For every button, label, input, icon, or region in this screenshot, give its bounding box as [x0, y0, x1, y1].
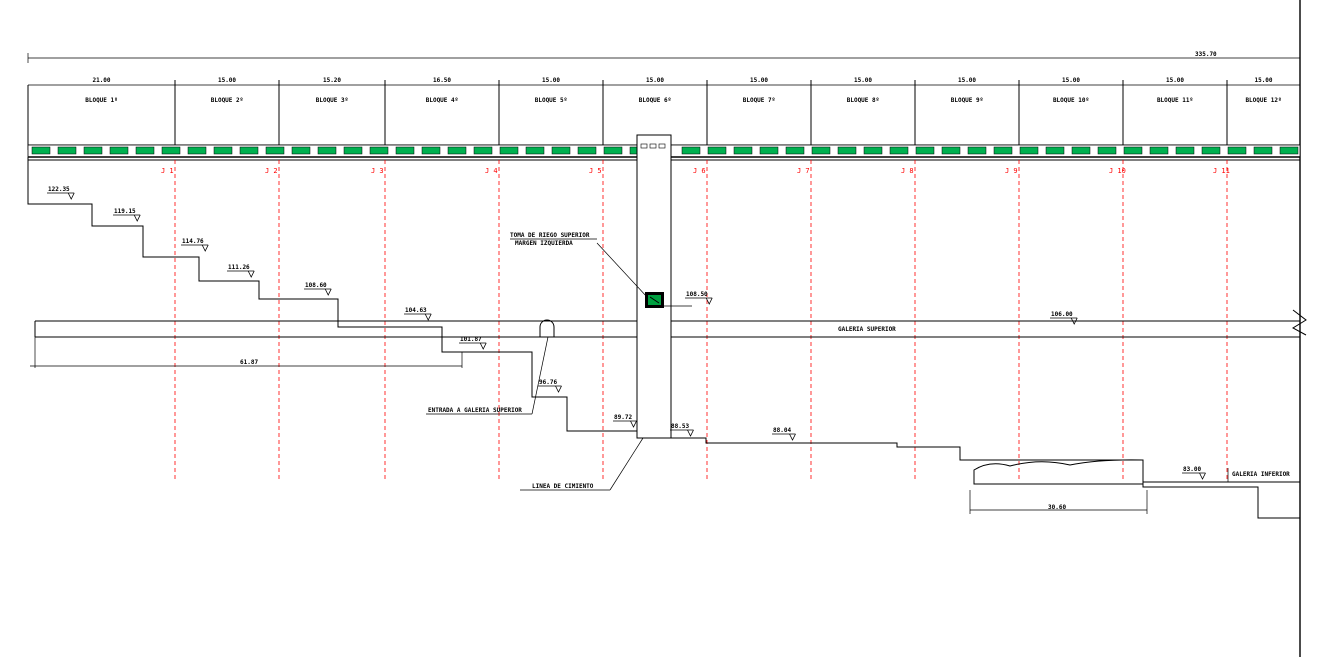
block-width-label: 15.00: [646, 77, 664, 84]
foundation-line-label: LINEA DE CIMIENTO: [532, 483, 594, 490]
elevation-label: 108.60: [305, 282, 327, 289]
joint-label: J 1: [161, 167, 174, 175]
elevation-label: 101.87: [460, 336, 482, 343]
elevation-markers: 122.35 119.15 114.76 111.26 108.60 104.63 101.…: [47, 186, 1206, 480]
overall-dimension-label: 335.70: [1195, 51, 1217, 58]
joint-label: J 3: [371, 167, 384, 175]
rock-pad: 30.60: [969, 459, 1148, 514]
block-label: BLOQUE 12º: [1245, 97, 1281, 104]
intake-tower: [636, 134, 672, 439]
block-width-label: 15.00: [542, 77, 560, 84]
block-width-label: 15.20: [323, 77, 341, 84]
elevation-label: 88.53: [671, 423, 689, 430]
left-span-dimension: 61.87: [30, 337, 463, 368]
block-label: BLOQUE 2º: [211, 97, 244, 104]
block-label: BLOQUE 11º: [1157, 97, 1193, 104]
block-width-label: 15.00: [854, 77, 872, 84]
block-width-label: 16.50: [433, 77, 451, 84]
block-width-label: 15.00: [1254, 77, 1272, 84]
block-labels: BLOQUE 1º BLOQUE 2º BLOQUE 3º BLOQUE 4º BLOQ…: [85, 80, 1282, 150]
joint-label: J 4: [485, 167, 498, 175]
elevation-label: 96.76: [539, 379, 557, 386]
intake-annotation: TOMA DE RIEGO SUPERIOR MARGEN IZQUIERDA: [510, 232, 648, 298]
lower-gallery: GALERIA INFERIOR: [1143, 468, 1300, 483]
joint-lines: J 1 J 2 J 3 J 4 J 5 J 6 J 7 J 8 J 9 J 10 J 11: [161, 160, 1230, 480]
left-span-label: 61.87: [240, 359, 258, 366]
joint-label: J 5: [589, 167, 602, 175]
block-width-label: 15.00: [218, 77, 236, 84]
upper-gallery-label: GALERIA SUPERIOR: [838, 326, 896, 333]
joint-label: J 11: [1213, 167, 1230, 175]
block-label: BLOQUE 7º: [743, 97, 776, 104]
gallery-entry-arch: ENTRADA A GALERIA SUPERIOR: [426, 319, 555, 415]
block-label: BLOQUE 6º: [639, 97, 672, 104]
foundation-profile-left: [27, 157, 1300, 519]
block-width-label: 15.00: [958, 77, 976, 84]
block-label: BLOQUE 5º: [535, 97, 568, 104]
block-label: BLOQUE 4º: [426, 97, 459, 104]
lower-gallery-label: GALERIA INFERIOR: [1232, 471, 1290, 478]
intake-label-line2: MARGEN IZQUIERDA: [515, 240, 573, 247]
elevation-label: 111.26: [228, 264, 250, 271]
elevation-label: 89.72: [614, 414, 632, 421]
block-label: BLOQUE 8º: [847, 97, 880, 104]
block-width-label: 21.00: [92, 77, 110, 84]
joint-label: J 2: [265, 167, 278, 175]
elevation-label: 104.63: [405, 307, 427, 314]
elevation-label: 119.15: [114, 208, 136, 215]
joint-label: J 6: [693, 167, 706, 175]
gallery-entry-label: ENTRADA A GALERIA SUPERIOR: [428, 407, 522, 414]
elevation-label: 108.50: [686, 291, 708, 298]
elevation-label: 83.00: [1183, 466, 1201, 473]
elevation-label: 122.35: [48, 186, 70, 193]
elevation-label: 114.76: [182, 238, 204, 245]
block-label: BLOQUE 9º: [951, 97, 984, 104]
block-width-label: 15.00: [750, 77, 768, 84]
elevation-label: 88.04: [773, 427, 791, 434]
joint-label: J 8: [901, 167, 914, 175]
joint-label: J 10: [1109, 167, 1126, 175]
bottom-span-label: 30.60: [1048, 504, 1066, 511]
overall-dimension: 335.70: [27, 51, 1300, 63]
block-dimensions: 21.00 15.00 15.20 16.50 15.00 15.00 15.00 15.00…: [92, 77, 1272, 84]
joint-label: J 9: [1005, 167, 1018, 175]
joint-label: J 7: [797, 167, 810, 175]
block-label: BLOQUE 1º: [85, 97, 118, 104]
block-label: BLOQUE 3º: [316, 97, 349, 104]
foundation-annotation: LINEA DE CIMIENTO: [520, 437, 644, 491]
intake-label-line1: TOMA DE RIEGO SUPERIOR: [510, 232, 590, 239]
block-width-label: 15.00: [1166, 77, 1184, 84]
block-width-label: 15.00: [1062, 77, 1080, 84]
elevation-label: 106.00: [1051, 311, 1073, 318]
block-label: BLOQUE 10º: [1053, 97, 1089, 104]
